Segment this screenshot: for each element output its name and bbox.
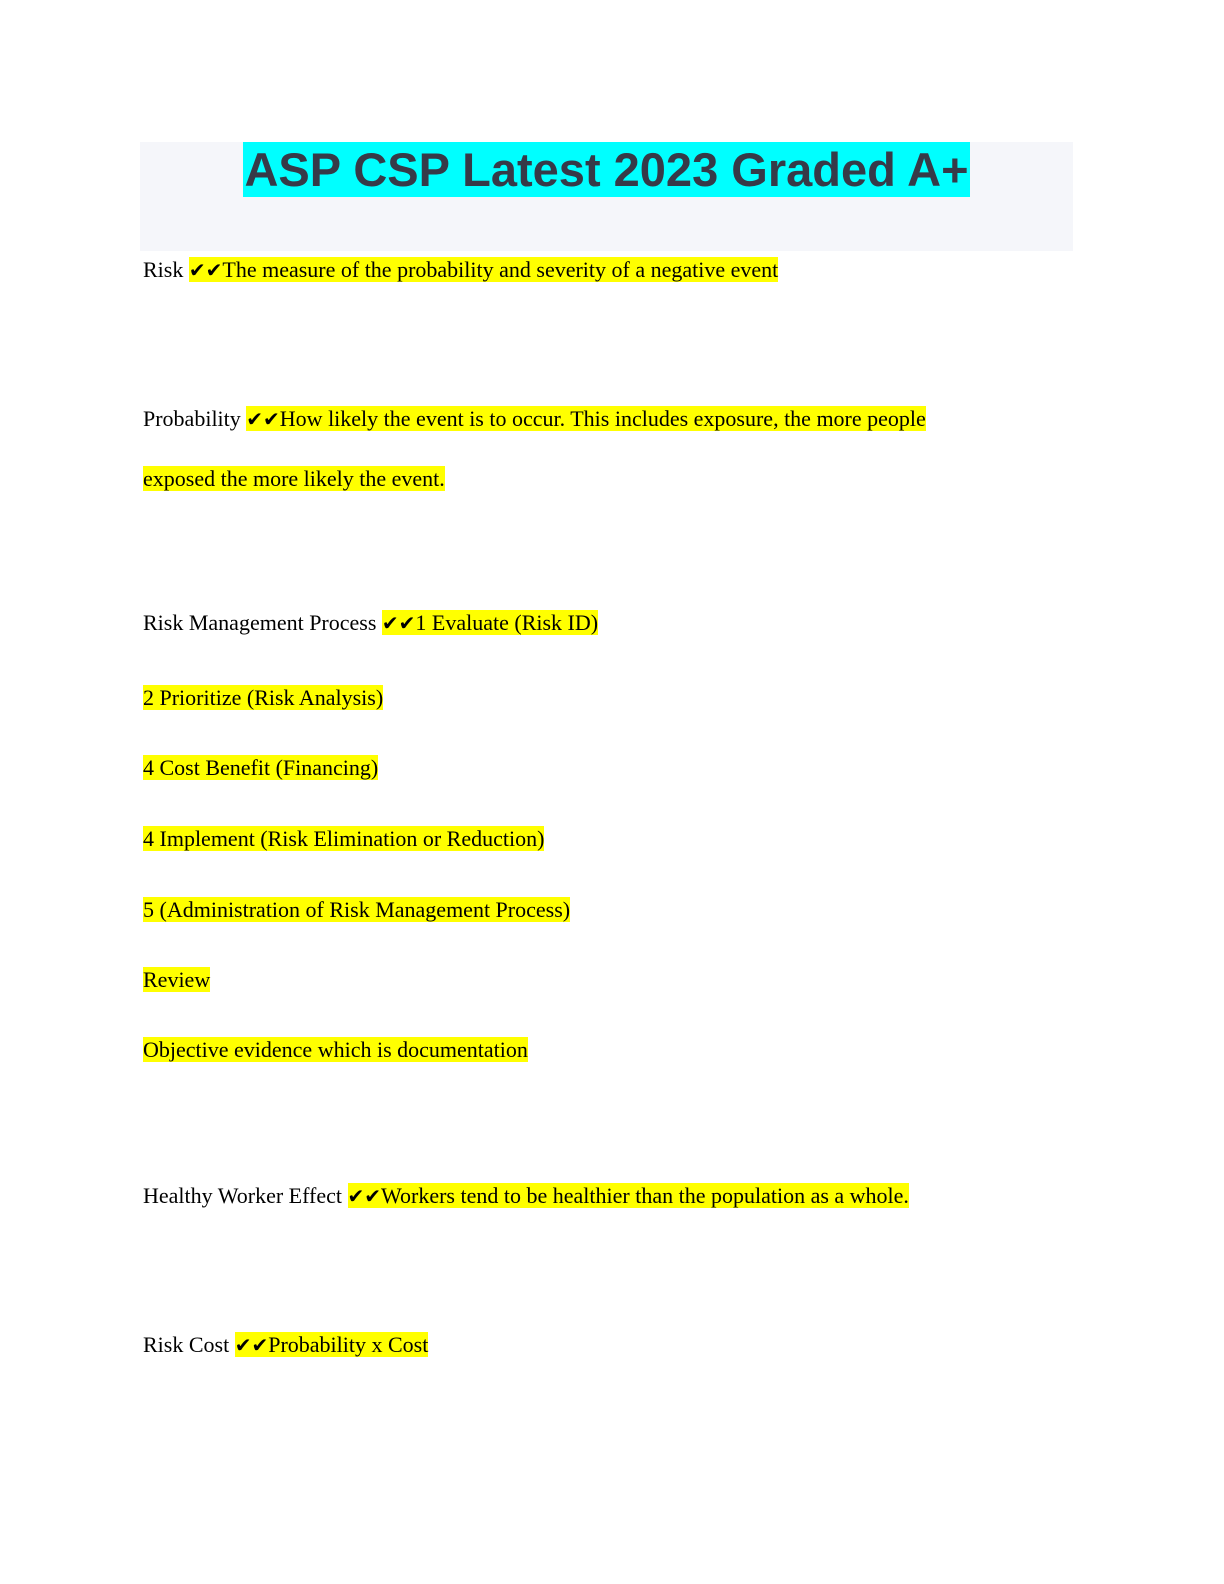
entry-risk-management-process: Risk Management Process ✔✔1 Evaluate (Ri…: [143, 610, 599, 635]
list-item: 2 Prioritize (Risk Analysis): [143, 685, 384, 710]
list-item: Objective evidence which is documentatio…: [143, 1037, 528, 1062]
entry-probability: Probability ✔✔How likely the event is to…: [143, 406, 926, 431]
list-item: 5 (Administration of Risk Management Pro…: [143, 897, 571, 922]
title-band: ASP CSP Latest 2023 Graded A+: [140, 142, 1073, 251]
entry-healthy-worker-effect: Healthy Worker Effect ✔✔Workers tend to …: [143, 1183, 909, 1208]
entry-risk-cost: Risk Cost ✔✔Probability x Cost: [143, 1332, 429, 1357]
check-icon: ✔✔: [188, 258, 223, 282]
list-item: 4 Cost Benefit (Financing): [143, 755, 379, 780]
document-title: ASP CSP Latest 2023 Graded A+: [243, 142, 970, 197]
check-icon: ✔✔: [246, 407, 280, 431]
list-item: Review: [143, 967, 211, 992]
check-icon: ✔✔: [381, 611, 416, 635]
entry-risk: Risk ✔✔The measure of the probability an…: [143, 257, 779, 282]
list-item: 4 Implement (Risk Elimination or Reducti…: [143, 826, 545, 851]
check-icon: ✔✔: [234, 1333, 269, 1357]
check-icon: ✔✔: [347, 1184, 382, 1208]
entry-probability-cont: exposed the more likely the event.: [143, 466, 445, 491]
